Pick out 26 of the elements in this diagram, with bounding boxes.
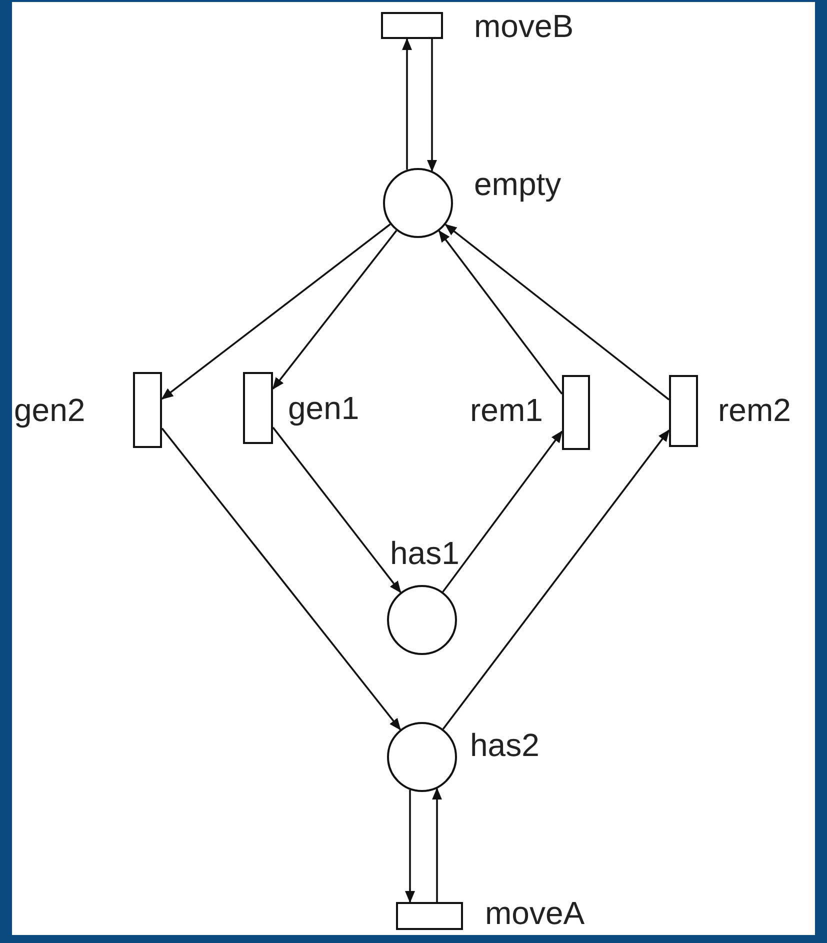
node-label: has2	[470, 727, 540, 763]
node-label: has1	[390, 535, 460, 571]
arrow	[432, 788, 442, 902]
arrow	[402, 38, 412, 170]
arrow	[442, 429, 670, 730]
arrow	[161, 224, 391, 400]
arrow	[161, 428, 401, 730]
transition-box	[381, 12, 443, 39]
arrow	[438, 230, 563, 394]
node-label: rem2	[718, 392, 791, 428]
node-label: empty	[474, 166, 562, 202]
node-label: gen1	[288, 390, 360, 426]
arrow	[272, 426, 402, 594]
transition-box	[133, 372, 162, 448]
transition-box	[562, 375, 590, 450]
node-label: rem1	[470, 392, 543, 428]
arrow	[405, 790, 415, 903]
node-label: moveB	[474, 8, 574, 44]
arrow	[272, 230, 398, 390]
transition-box	[243, 372, 273, 444]
transition-box	[396, 902, 463, 930]
node-label: gen2	[14, 392, 86, 428]
arrow	[444, 224, 670, 400]
arrow	[442, 430, 563, 592]
node-label: moveA	[485, 895, 585, 931]
transition-box	[669, 375, 698, 447]
